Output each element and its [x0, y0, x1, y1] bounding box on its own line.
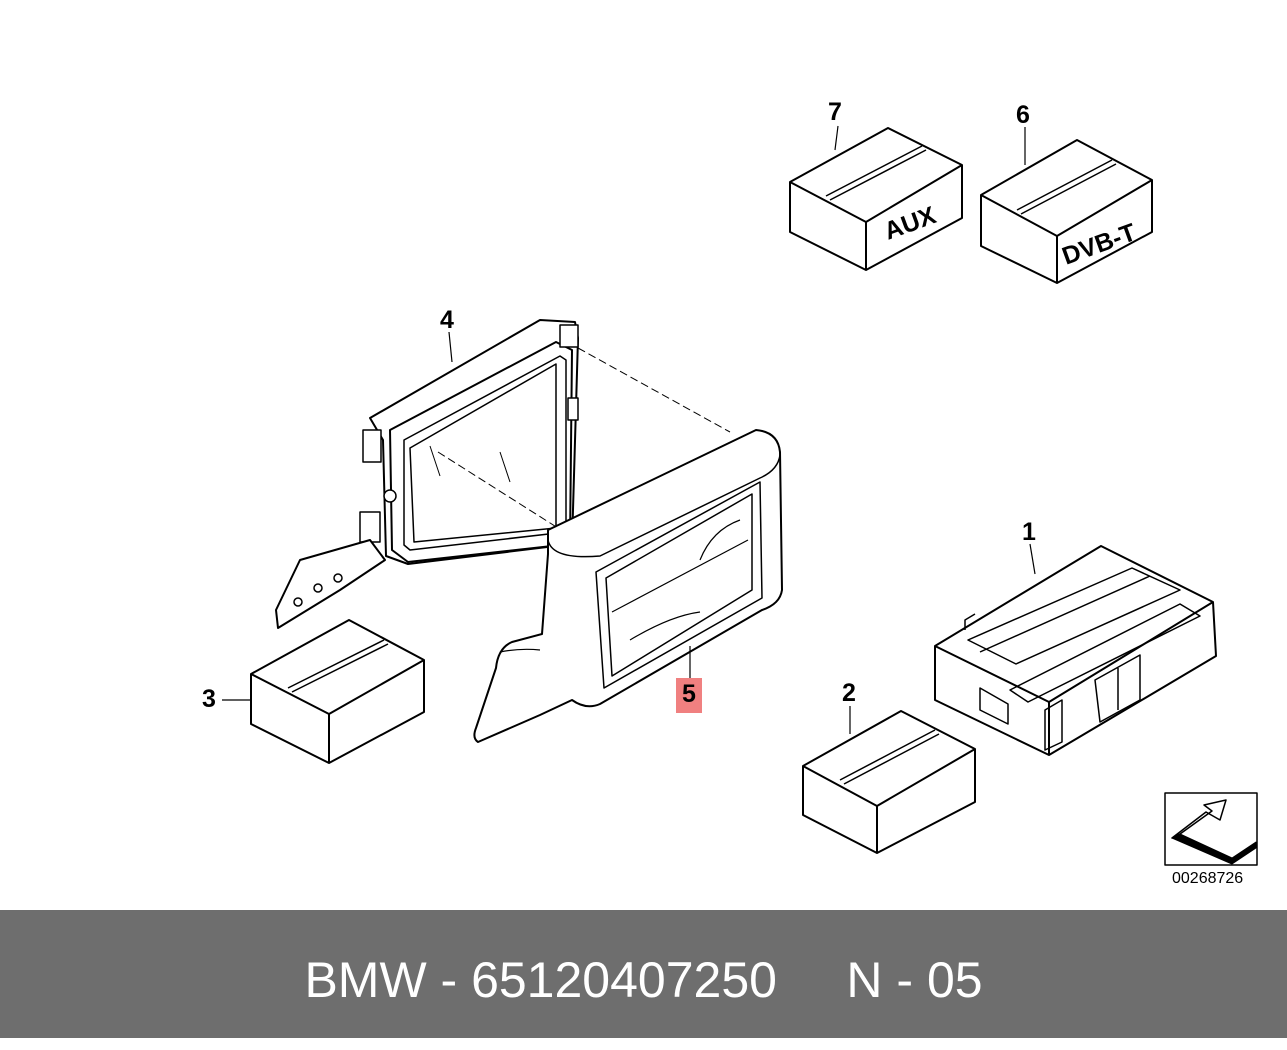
orientation-arrow-icon: [1164, 792, 1258, 866]
callout-5-highlighted[interactable]: 5: [676, 678, 702, 713]
box-3[interactable]: [250, 619, 425, 764]
part-4-display[interactable]: [275, 319, 579, 629]
callout-4[interactable]: 4: [440, 306, 454, 334]
box-2[interactable]: [802, 710, 976, 854]
footer-part-number: BMW - 65120407250 N - 05: [304, 952, 983, 1008]
callout-2[interactable]: 2: [842, 679, 856, 707]
box-6-dvbt[interactable]: [980, 139, 1153, 284]
callout-3[interactable]: 3: [202, 685, 216, 713]
callout-1[interactable]: 1: [1022, 518, 1036, 546]
callout-7[interactable]: 7: [828, 98, 842, 126]
footer-bar: BMW - 65120407250 N - 05: [0, 910, 1287, 1038]
callout-6[interactable]: 6: [1016, 101, 1030, 129]
part-5-trim-panel[interactable]: [473, 429, 783, 743]
parts-diagram: AUX DVB-T: [222, 125, 1258, 866]
diagram-reference-code: 00268726: [1172, 870, 1244, 887]
box-7-aux[interactable]: [789, 127, 963, 271]
part-1-cd-changer[interactable]: [934, 545, 1217, 756]
